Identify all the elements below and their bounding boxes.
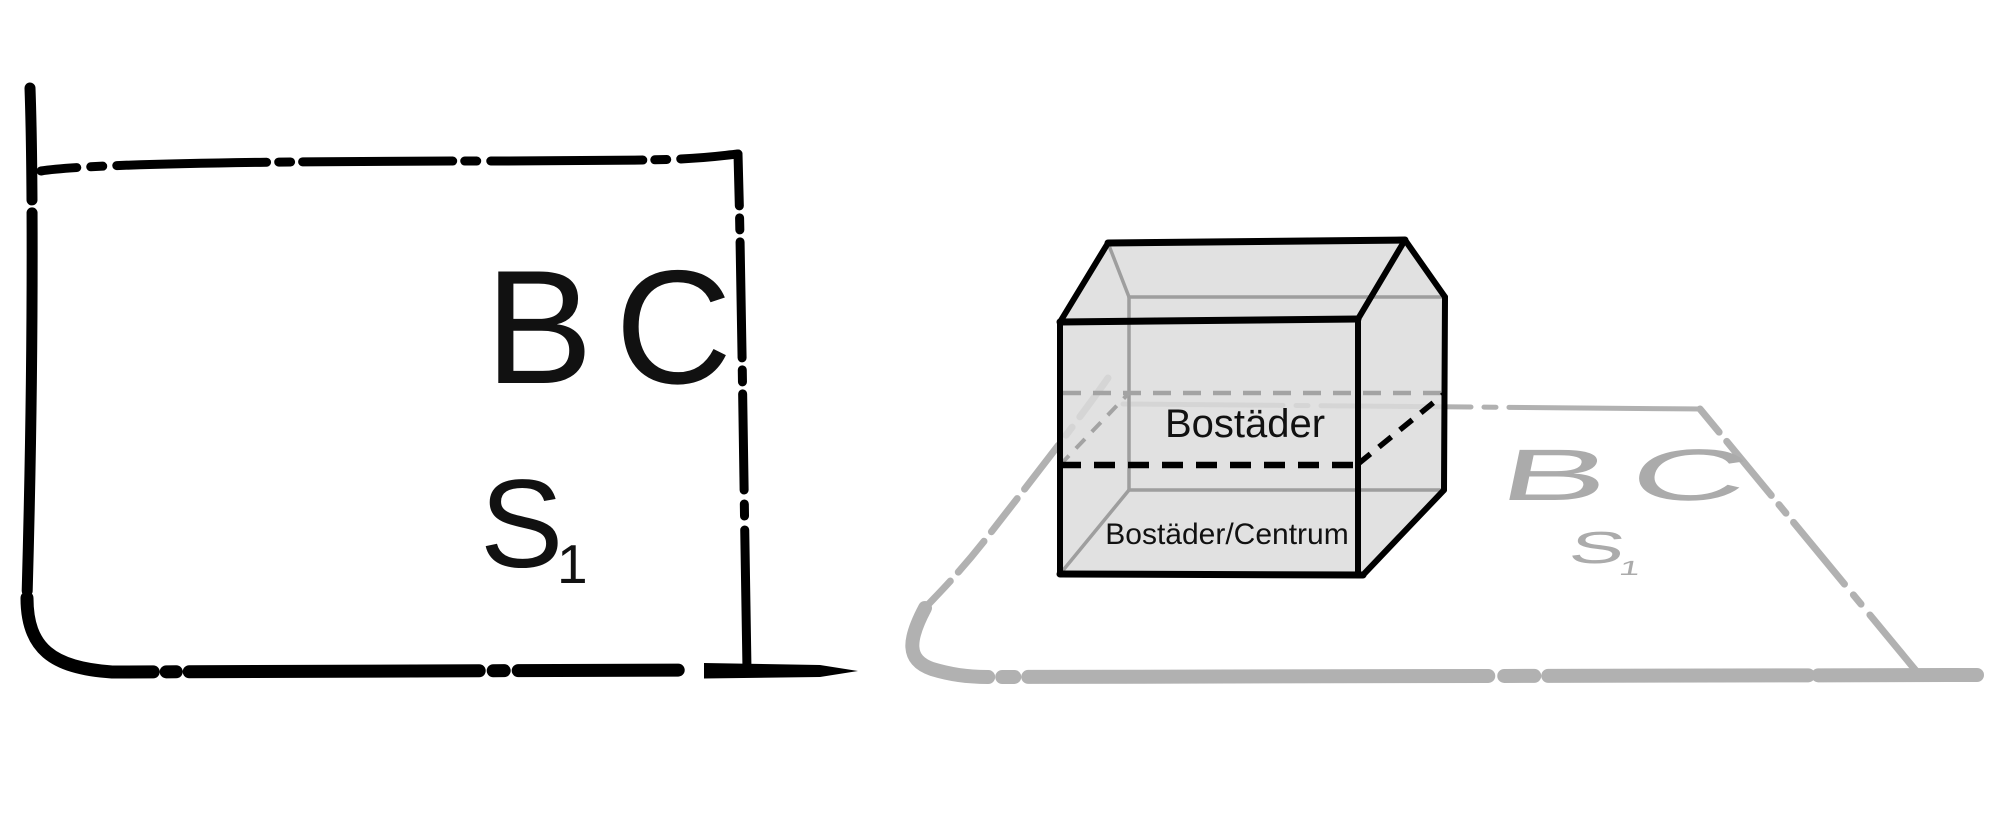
ground-plan-zone-code: B C (1493, 434, 1757, 516)
cube-front-bottom-edge (1056, 570, 1367, 579)
ground-plan-right-edge (1696, 405, 1921, 676)
cube-roof-left-edge (1057, 240, 1111, 325)
cube-roof-back-edge (1104, 236, 1409, 247)
flat-plan-zone-code: B C (485, 237, 732, 418)
flat-plan-bottom-edge-taper (704, 663, 858, 679)
ground-plan-section-label: S (1565, 523, 1630, 573)
flat-plan-section-label: S (480, 455, 563, 594)
cube-zone-divider-right (1356, 391, 1446, 467)
flat-plan-left-edge (21, 82, 38, 604)
cube-outline (1056, 236, 1448, 579)
cube-roof-right-outer-edge (1402, 237, 1448, 300)
ground-plan-section-subscript: 1 (1617, 557, 1642, 580)
cube-upper-zone-label: Bostäder (1165, 402, 1325, 446)
flat-plan-section-subscript: 1 (557, 533, 588, 595)
zoning-cube: Bostäder Bostäder/Centrum (1056, 236, 1448, 579)
ground-plan-labels: B C S 1 (1493, 434, 1757, 580)
flat-plan-labels: B C S 1 (480, 237, 732, 595)
cube-hidden-back-left-slant (1106, 241, 1131, 299)
flat-plan-right-edge (733, 149, 752, 675)
cube-back-right-edge (1441, 294, 1448, 493)
cube-zone-divider (1060, 391, 1446, 469)
cube-front-top-edge (1056, 315, 1362, 326)
cube-bottom-right-slant-edge (1360, 487, 1447, 578)
cube-lower-zone-label: Bostäder/Centrum (1105, 518, 1348, 551)
cube-roof-right-inner-edge (1355, 237, 1408, 322)
ground-plan-bottom-edge (905, 601, 1984, 685)
cube-hidden-divider-left (1058, 391, 1131, 467)
flat-plan-top-edge (36, 149, 743, 176)
cube-hidden-divider (1058, 390, 1444, 467)
flat-plan-bottom-edge (20, 591, 711, 679)
cube-hidden-bottom-left-slant (1058, 488, 1131, 576)
flat-plan-boundary (20, 82, 752, 679)
